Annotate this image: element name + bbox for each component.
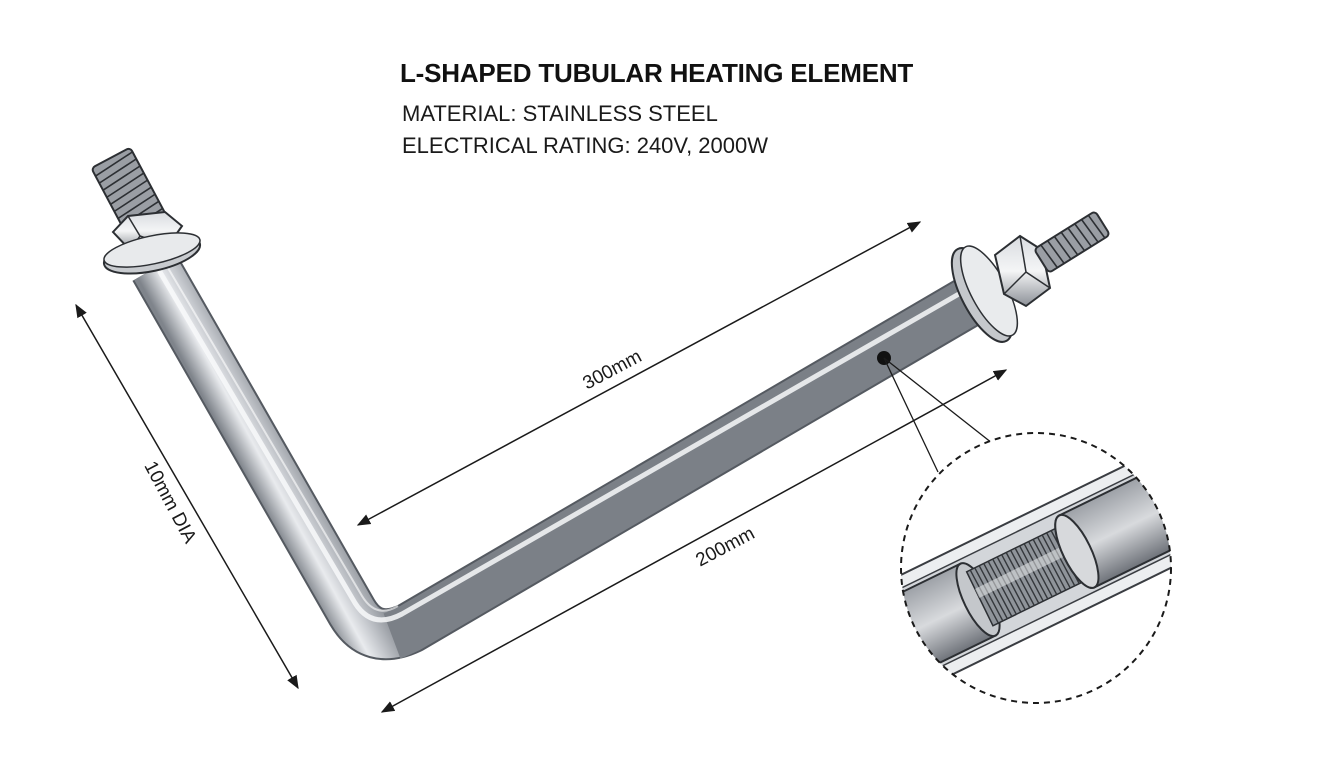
- right-threaded-stud: [1034, 211, 1110, 273]
- dimension-200mm-label: 200mm: [693, 523, 759, 571]
- diagram-title: L-SHAPED TUBULAR HEATING ELEMENT: [400, 58, 914, 88]
- electrical-rating-spec: ELECTRICAL RATING: 240V, 2000W: [402, 133, 768, 158]
- heating-tube: [132, 255, 999, 661]
- left-washer: [102, 232, 202, 275]
- coil-cutaway-detail: [900, 432, 1172, 704]
- material-spec: MATERIAL: STAINLESS STEEL: [402, 101, 718, 126]
- right-washer: [950, 245, 1019, 343]
- left-terminal: [91, 147, 202, 275]
- right-terminal: [950, 211, 1110, 343]
- detail-callout: [877, 351, 993, 473]
